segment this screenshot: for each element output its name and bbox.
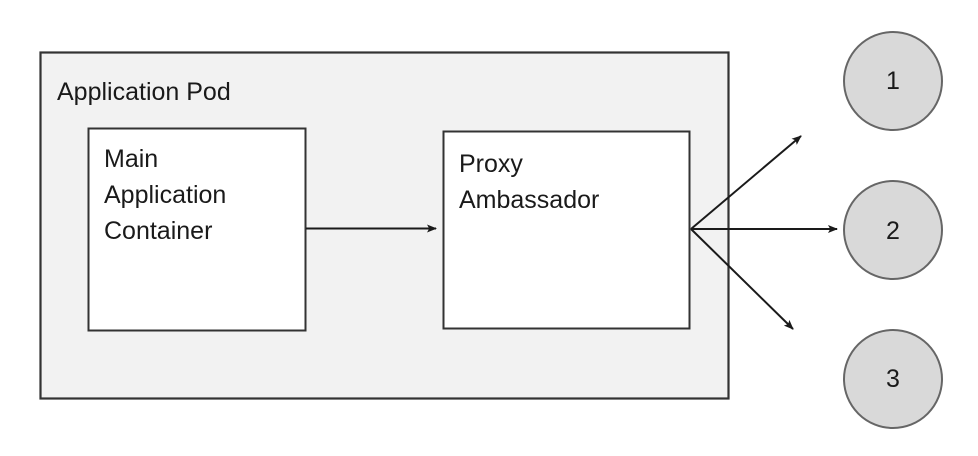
service-2-label: 2 [886,217,900,245]
main-application-container-label: Main Application Container [104,145,227,245]
proxy-to-service-1-arrow [690,135,802,230]
proxy-ambassador-rect [442,130,691,330]
service-1-label: 1 [886,67,900,95]
service-3-circle [843,329,943,429]
main-application-container-rect [87,127,307,332]
proxy-to-service-3-arrow [690,228,794,330]
service-1-circle [843,31,943,131]
service-2-circle [843,180,943,280]
proxy-ambassador-label: Proxy Ambassador [459,150,600,214]
service-3-label: 3 [886,365,900,393]
application-pod-title: Application Pod [57,78,231,106]
